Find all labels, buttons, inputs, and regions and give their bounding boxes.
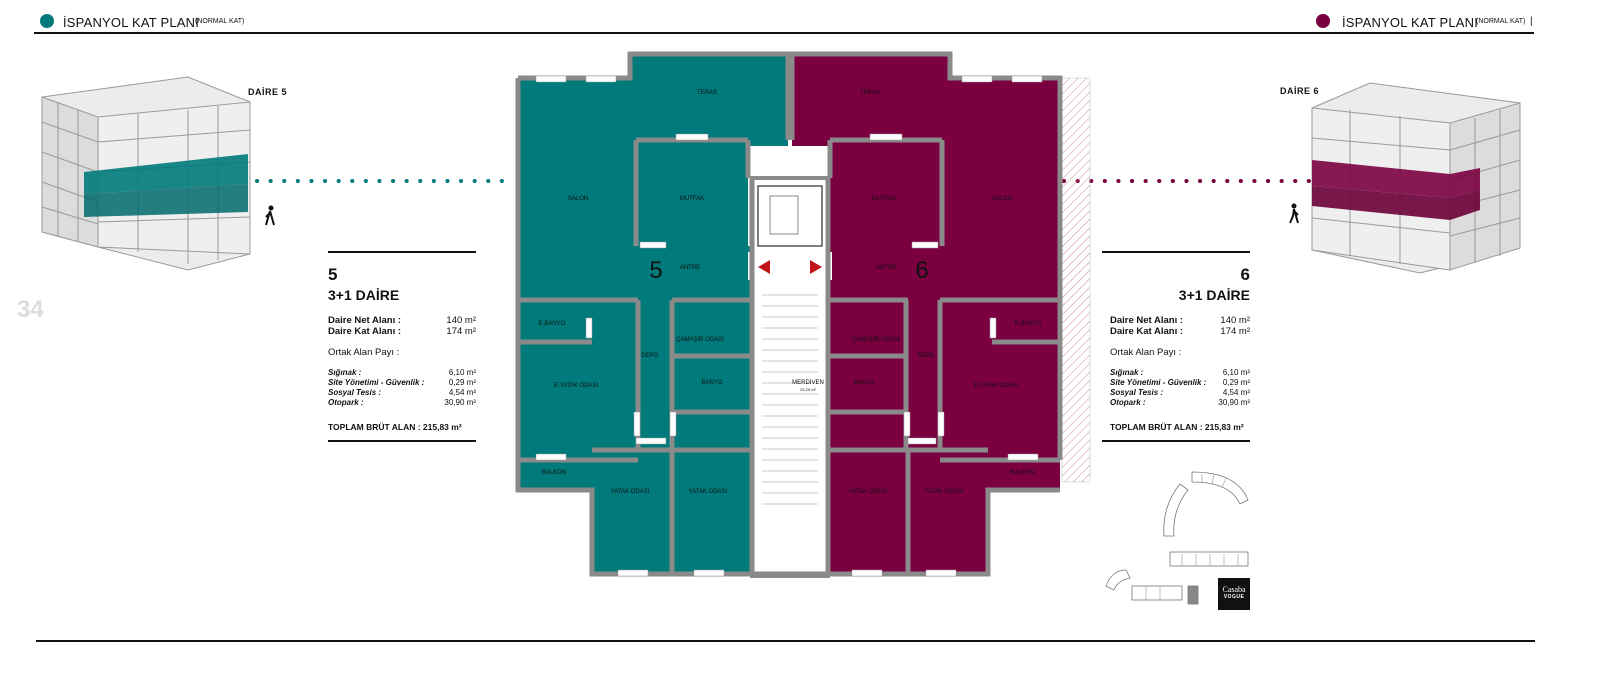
unit-6-rooms — [792, 54, 1060, 574]
right-header-rule — [1270, 32, 1534, 34]
left-unit-spec-panel: 5 3+1 DAİRE Daire Net Alanı :140 m² Dair… — [328, 251, 476, 442]
page-number: 34 — [17, 296, 44, 323]
room-label: BANYO — [701, 380, 722, 386]
room-label: BALKON — [1010, 470, 1034, 476]
right-dotted-connector — [1062, 179, 1312, 183]
site-plan-thumbnail — [1105, 471, 1249, 605]
right-header-title: İSPANYOL KAT PLANI — [1342, 15, 1479, 30]
room-label: ANTRE — [680, 265, 700, 271]
maroon-marker-dot — [1316, 14, 1330, 28]
room-label: E.BANYO — [539, 321, 566, 327]
left-unit-label: DAİRE 5 — [248, 87, 288, 97]
arrow-right-icon — [810, 260, 822, 274]
spec-top-rule — [1102, 251, 1250, 253]
logo-line-2: VOGUE — [1223, 594, 1245, 600]
left-header-title: İSPANYOL KAT PLANI — [63, 15, 200, 30]
room-label: E.YATAK ODASI — [554, 383, 599, 389]
stair-treads — [762, 294, 818, 505]
total-gross-area: TOPLAM BRÜT ALAN : 215,83 m² — [1110, 422, 1244, 432]
common-row: Otopark :30,90 m² — [1110, 398, 1250, 407]
common-row: Sığınak :6,10 m² — [328, 368, 476, 377]
right-building-3d — [1311, 82, 1521, 274]
room-label: ANTRE — [876, 265, 896, 271]
top-border-line — [300, 32, 1270, 34]
unit-5-rooms — [518, 54, 788, 574]
elevator-shaft — [757, 185, 823, 247]
room-label: TERAS — [860, 90, 880, 96]
big-unit-number-5: 5 — [649, 257, 662, 284]
room-label: TERAS — [697, 90, 717, 96]
net-area-row: Daire Net Alanı :140 m² — [1110, 315, 1250, 326]
big-unit-number-6: 6 — [915, 257, 928, 284]
unit-type: 3+1 DAİRE — [1178, 287, 1250, 303]
common-area-title: Ortak Alan Payı : — [328, 347, 400, 358]
total-gross-area: TOPLAM BRÜT ALAN : 215,83 m² — [328, 422, 462, 432]
room-label: ÇAMAŞIR ODASI — [852, 337, 900, 343]
left-header-rule — [34, 32, 301, 34]
stair-label: MERDİVEN — [792, 379, 824, 386]
spec-top-rule — [328, 251, 476, 253]
unit-number: 5 — [328, 265, 338, 284]
common-row: Site Yönetimi - Güvenlik :0,29 m² — [1110, 378, 1250, 387]
unit-number: 6 — [1240, 265, 1250, 284]
person-icon — [1289, 203, 1299, 224]
common-row: Sosyal Tesis :4,54 m² — [328, 388, 476, 397]
gross-area-row: Daire Kat Alanı :174 m² — [328, 326, 476, 337]
common-area-title: Ortak Alan Payı : — [1110, 347, 1182, 358]
left-header-subtitle: (NORMAL KAT) — [195, 18, 245, 25]
common-row: Site Yönetimi - Güvenlik :0,29 m² — [328, 378, 476, 387]
room-label: YATAK ODASI — [611, 489, 650, 495]
person-icon — [265, 205, 275, 226]
room-label: DEPO — [917, 353, 934, 359]
floor-plan: TERAS TERAS SALON SALON MUTFAK MUTFAK AN… — [515, 51, 1091, 578]
common-row: Sosyal Tesis :4,54 m² — [1110, 388, 1250, 397]
room-label: MUTFAK — [872, 196, 896, 202]
spec-bottom-rule — [1102, 440, 1250, 442]
terrace-hatch — [1061, 77, 1091, 483]
spec-bottom-rule — [328, 440, 476, 442]
left-building-3d — [41, 76, 251, 271]
unit-type: 3+1 DAİRE — [328, 287, 400, 303]
right-header-subtitle: (NORMAL KAT) — [1476, 18, 1526, 25]
room-label: DEPO — [641, 353, 658, 359]
room-label: ÇAMAŞIR ODASI — [676, 337, 724, 343]
right-header-bar: | — [1530, 16, 1533, 27]
room-label: YATAK ODASI — [849, 489, 888, 495]
room-label: E.YATAK ODASI — [974, 383, 1019, 389]
left-dotted-connector — [255, 179, 517, 183]
windows — [535, 75, 1043, 577]
arrow-left-icon — [758, 260, 770, 274]
walls — [515, 51, 1063, 577]
stair-area: 24,29 m² — [800, 387, 816, 392]
room-label: YATAK ODASI — [689, 489, 728, 495]
right-unit-label: DAİRE 6 — [1280, 86, 1320, 96]
room-label: YATAK ODASI — [925, 489, 964, 495]
teal-marker-dot — [40, 14, 54, 28]
bottom-border-line — [36, 640, 1535, 642]
room-label: BANYO — [853, 380, 874, 386]
room-label: MUTFAK — [680, 196, 704, 202]
room-label: SALON — [568, 196, 588, 202]
gross-area-row: Daire Kat Alanı :174 m² — [1110, 326, 1250, 337]
room-label: SALON — [992, 196, 1012, 202]
right-unit-spec-panel: 6 3+1 DAİRE Daire Net Alanı :140 m² Dair… — [1102, 251, 1250, 442]
common-row: Sığınak :6,10 m² — [1110, 368, 1250, 377]
logo-line-1: Casaba — [1222, 585, 1246, 594]
casaba-vogue-logo: Casaba VOGUE — [1218, 578, 1250, 610]
net-area-row: Daire Net Alanı :140 m² — [328, 315, 476, 326]
common-row: Otopark :30,90 m² — [328, 398, 476, 407]
room-label: E.BANYO — [1015, 321, 1042, 327]
room-label: BALKON — [542, 470, 566, 476]
